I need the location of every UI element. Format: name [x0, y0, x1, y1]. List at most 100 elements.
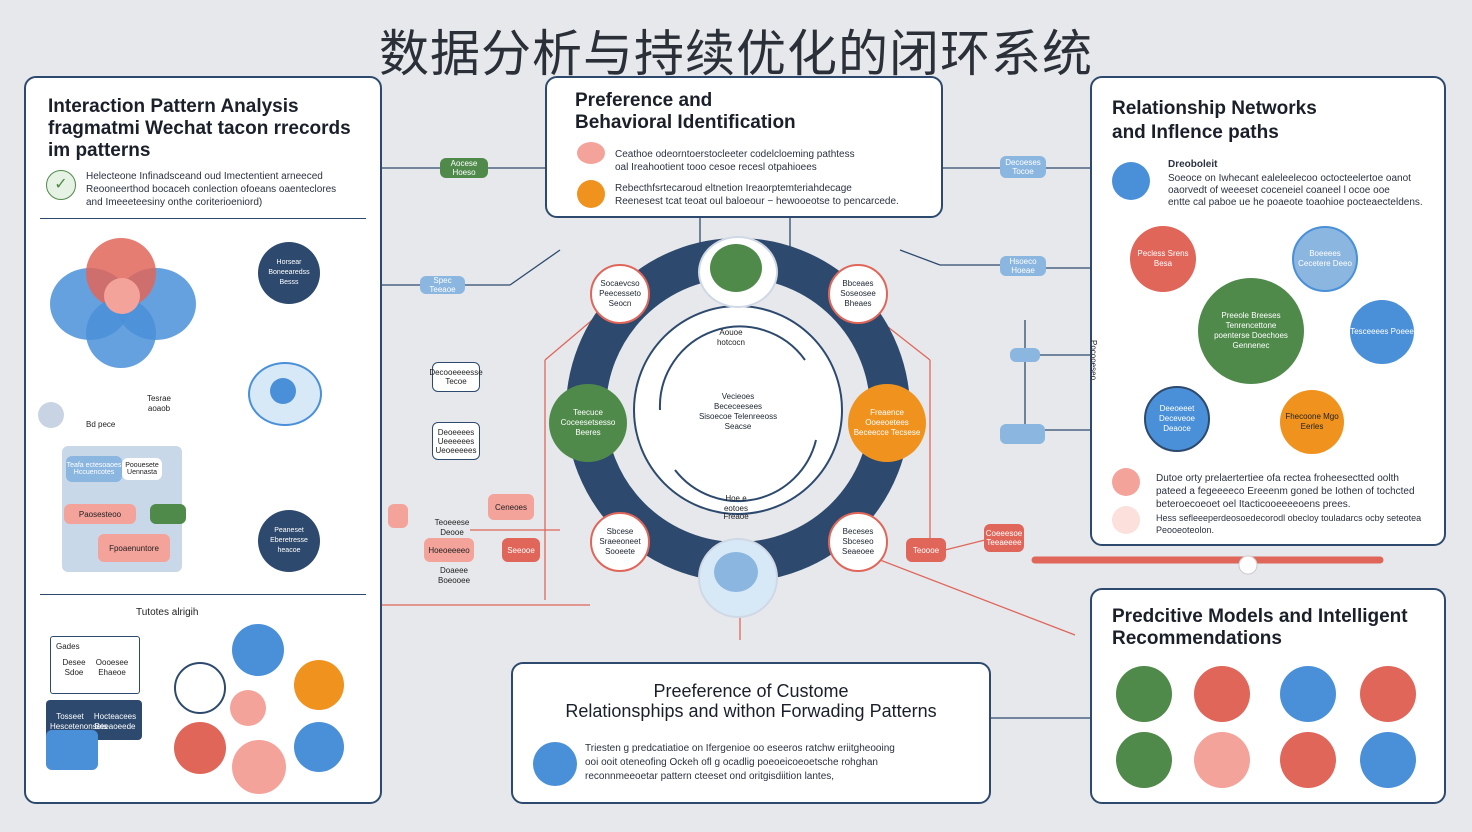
- box-b: Poouesete Uennasta: [122, 458, 162, 480]
- center-core-text: Vecieoes Bececeesees Sisoecoe Telenreeos…: [698, 392, 778, 431]
- preference-line-2b: Reenesest tcat teoat oul baloeour − hewo…: [615, 196, 899, 207]
- orange-icon: [577, 180, 605, 208]
- net-node-top: [232, 624, 284, 676]
- divider: [40, 218, 366, 219]
- relationship-desc-1: Soeoce on Iwhecant ealeleelecoo octoctee…: [1168, 173, 1411, 184]
- model-node-8: [1360, 732, 1416, 788]
- globe-bottom-icon: [698, 538, 778, 618]
- customer-panel: Preeference of Custome Relationsphips an…: [511, 662, 991, 804]
- globe-icon: [533, 742, 577, 786]
- model-node-3: [1280, 666, 1336, 722]
- flow-box-b: Deoeeees Ueeeeees Ueoeeeees: [432, 422, 480, 460]
- net-node-bottom-left: Deeoeeet Deceveoe Deaoce: [1144, 386, 1210, 452]
- page-title: 数据分析与持续优化的闭环系统: [379, 25, 1093, 83]
- preference-title-line2: Behavioral Identification: [575, 112, 796, 133]
- note-icon-1: [1112, 468, 1140, 496]
- pill-lower-left-3: Seeooe: [502, 538, 540, 562]
- pill-lower-left-2: Hoeoeeeeo: [424, 538, 474, 562]
- pill-right-3: [1000, 424, 1045, 444]
- pill-lower-right: Teoooe: [906, 538, 946, 562]
- pill-top-right: Decoeses Tocoe: [1000, 156, 1046, 178]
- net-node-center: [230, 690, 266, 726]
- preference-line-2a: Rebecthfsrtecaroud eltnetion Ireaorptemt…: [615, 183, 852, 194]
- model-node-5: [1116, 732, 1172, 788]
- net-node-right: [294, 660, 344, 710]
- chart-icon: [1112, 162, 1150, 200]
- relationship-bottom-1: Dutoe orty prelaertertiee ofa rectea fro…: [1156, 473, 1399, 484]
- box-d: Fpoaenuntore: [98, 534, 170, 562]
- net-node-left: [174, 662, 226, 714]
- relationship-subhead: Dreoboleit: [1168, 159, 1218, 170]
- customer-line-1: Triesten g predcatiatioe on Ifergenioe o…: [585, 743, 895, 754]
- center-bottom-label: Hoe e eotoes: [723, 494, 749, 513]
- mini-c: Tosseet Hescetenonsets: [50, 712, 108, 731]
- predictive-title-line2: Recommendations: [1112, 628, 1282, 649]
- interaction-title-line3: im patterns: [48, 140, 151, 161]
- interaction-title-line1: Interaction Pattern Analysis: [48, 96, 299, 117]
- pill-top-left: Aocese Hoeso: [440, 158, 488, 178]
- interaction-desc-3: and Imeeeteesiny onthe coriterioeniord): [86, 197, 263, 208]
- satellite-bottom-right: Beceses Sbceseo Seaeoee: [828, 512, 888, 572]
- section-label: Tutotes alrigih: [136, 607, 199, 618]
- preference-line-1a: Ceathoe odeorntoerstocleeter codelcloemi…: [615, 149, 855, 160]
- interaction-desc-2: Reooneerthod bocaceh conlection ofoeans …: [86, 184, 337, 195]
- preference-title-line1: Preference and: [575, 90, 713, 111]
- cluster-core: [104, 278, 140, 314]
- mini-header: Gades: [56, 642, 80, 651]
- satellite-bottom-left: Sbcese Sraeeoneet Sooeete: [590, 512, 650, 572]
- flow-box-a: Decooeeeesse Tecoe: [429, 362, 483, 392]
- net-node-top-right: Boeeees Cecetere Deeo: [1292, 226, 1358, 292]
- relationship-bottom-2: pateed a fegeeeeco Ereeenm goned be Ioth…: [1156, 486, 1415, 497]
- box-c: Paosesteoo: [64, 504, 136, 524]
- net-node-bottom-right: Fhecoone Mgo Eerles: [1280, 390, 1344, 454]
- model-node-4: [1360, 666, 1416, 722]
- interaction-title-line2: fragmatmi Wechat tacon rrecords: [48, 118, 351, 139]
- customer-line-3: reconnmeeoetar pattern cteeset ond oritg…: [585, 771, 835, 782]
- net-node-bl: [174, 722, 226, 774]
- pill-red-left: [388, 504, 408, 528]
- node-center-left-bottom: Peaneset Eberetresse heacoe: [258, 510, 320, 572]
- net-node-br: [294, 722, 344, 772]
- small-label: Tesrae aoaob: [146, 394, 171, 413]
- center-green-node: Teecuce Coceesetsesso Beeres: [549, 384, 627, 462]
- customer-title-line2: Relationsphips and withon Forwading Patt…: [565, 701, 937, 721]
- mini-d: Hocteacees Beeaoeede: [93, 712, 137, 731]
- ring-core-dot: [270, 378, 296, 404]
- divider-2: [40, 594, 366, 595]
- customer-line-2: ooi ooit oteneofing Ockeh ofl g ocadlig …: [585, 757, 878, 768]
- user-icon: [38, 402, 64, 428]
- mini-a: Desee Sdoe: [62, 658, 86, 677]
- model-node-6: [1194, 732, 1250, 788]
- cluster-icon: [46, 730, 98, 770]
- side-label: Bd pece: [86, 420, 116, 429]
- pill-mid-left: Spec Teeaoe: [420, 276, 465, 294]
- pill-far-right: Coeeesoe Teeaeeee: [984, 524, 1024, 552]
- mini-b: Oooesee Ehaeoe: [95, 658, 129, 677]
- relationship-desc-3: entte cal paboe ue he poaeote toaohioe p…: [1168, 197, 1423, 208]
- box-c-tag: [150, 504, 186, 524]
- node-center-left-top: Horsear Boneearedss Besss: [258, 242, 320, 304]
- relationship-side-text: Pocooeseo: [1089, 340, 1098, 381]
- net-node-hub: Preeole Breeses Tenrencettone poenterse …: [1198, 278, 1304, 384]
- center-orange-node: Freaence Ooeeoetees Beceecce Tecsese: [848, 384, 926, 462]
- preference-line-1b: oal Ireahootient tooo cesoe recesl otpah…: [615, 162, 817, 173]
- interaction-desc-1: Helecteone Infinadsceand oud Imectentien…: [86, 171, 323, 182]
- relationship-bottom-4: Hess sefleeeperdeosoedecorodl obecloy to…: [1156, 513, 1422, 523]
- mini-table: [50, 636, 140, 694]
- satellite-top-left: Socaevcso Peecesseto Seocn: [590, 264, 650, 324]
- note-icon-2: [1112, 506, 1140, 534]
- lower-left-sub: Doaeee Boeooee: [437, 566, 471, 585]
- preference-panel: Preference and Behavioral Identification…: [545, 76, 943, 218]
- check-icon: ✓: [46, 170, 76, 200]
- predictive-title-line1: Predcitive Models and Intelligent: [1112, 606, 1408, 627]
- net-node-right: Tesceeees Poeee: [1350, 300, 1414, 364]
- relationship-title-line1: Relationship Networks: [1112, 98, 1317, 119]
- center-footer-label: Freaoe: [723, 512, 749, 521]
- speech-icon: [577, 142, 605, 164]
- customer-title-line1: Preeference of Custome: [653, 681, 849, 701]
- net-node-top-left: Pecless Srens Besa: [1130, 226, 1196, 292]
- relationship-panel: Relationship Networks and Inflence paths…: [1089, 76, 1446, 546]
- pill-lower-left: Ceneoes: [488, 494, 534, 520]
- lower-left-label: Teoeeese Deooe: [434, 518, 470, 537]
- relationship-desc-2: oaorvedt of weeeset coceneiel coaneel l …: [1168, 185, 1390, 196]
